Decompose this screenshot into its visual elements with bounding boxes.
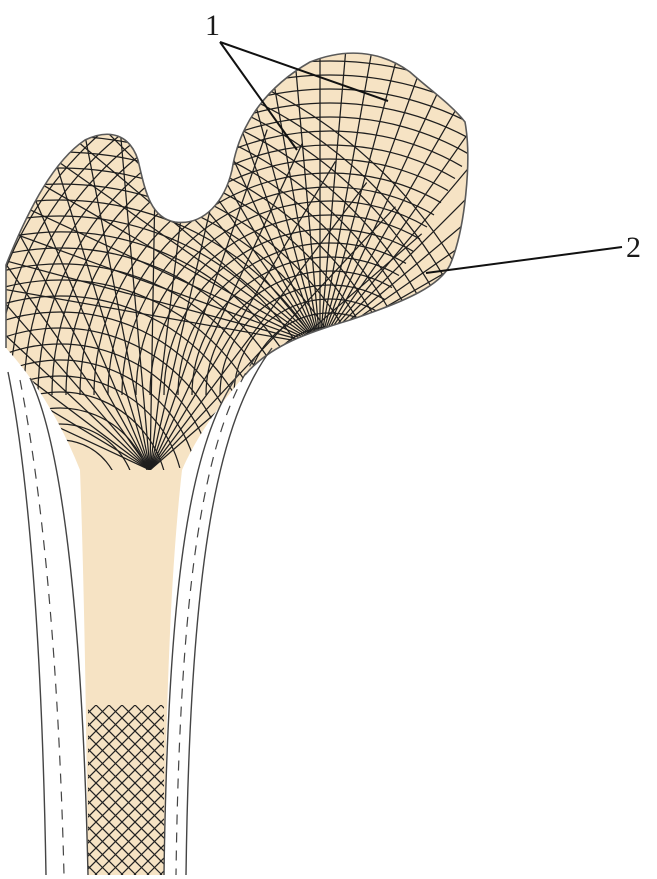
mesh-line [187, 705, 357, 875]
mesh-line [200, 705, 370, 875]
mesh-line [0, 705, 71, 875]
mesh-line [265, 705, 435, 875]
mesh-line [174, 705, 344, 875]
mesh-line [382, 705, 552, 875]
mesh-line [0, 705, 70, 875]
mesh-line [291, 705, 461, 875]
left-cortex-outer [8, 372, 46, 875]
mesh-line [226, 705, 396, 875]
mesh-line [0, 705, 31, 875]
mesh-line [173, 705, 343, 875]
label-2: 2 [626, 231, 641, 264]
mesh-line [304, 705, 474, 875]
mesh-line [147, 705, 317, 875]
mesh-line [252, 705, 422, 875]
mesh-line [330, 705, 500, 875]
mesh-line [343, 705, 513, 875]
mesh-line [213, 705, 383, 875]
mesh-line [0, 705, 44, 875]
mesh-line [148, 705, 318, 875]
mesh-line [369, 705, 539, 875]
trabecular-arc [276, 341, 357, 395]
trabecular-arc [290, 355, 350, 395]
mesh-line [278, 705, 448, 875]
label-1: 1 [205, 9, 220, 42]
mesh-line [0, 705, 58, 875]
mesh-line [317, 705, 487, 875]
medullary-canal [80, 470, 182, 875]
mesh-line [160, 705, 330, 875]
mesh-line [199, 705, 369, 875]
mesh-line [239, 705, 409, 875]
mesh-line [356, 705, 526, 875]
mesh-line [0, 705, 96, 875]
mesh-line [0, 705, 57, 875]
mesh-line [0, 705, 18, 875]
mesh-line [212, 705, 382, 875]
left-cortex-dashes [20, 380, 64, 875]
mesh-line [0, 705, 5, 875]
mesh-line [186, 705, 356, 875]
